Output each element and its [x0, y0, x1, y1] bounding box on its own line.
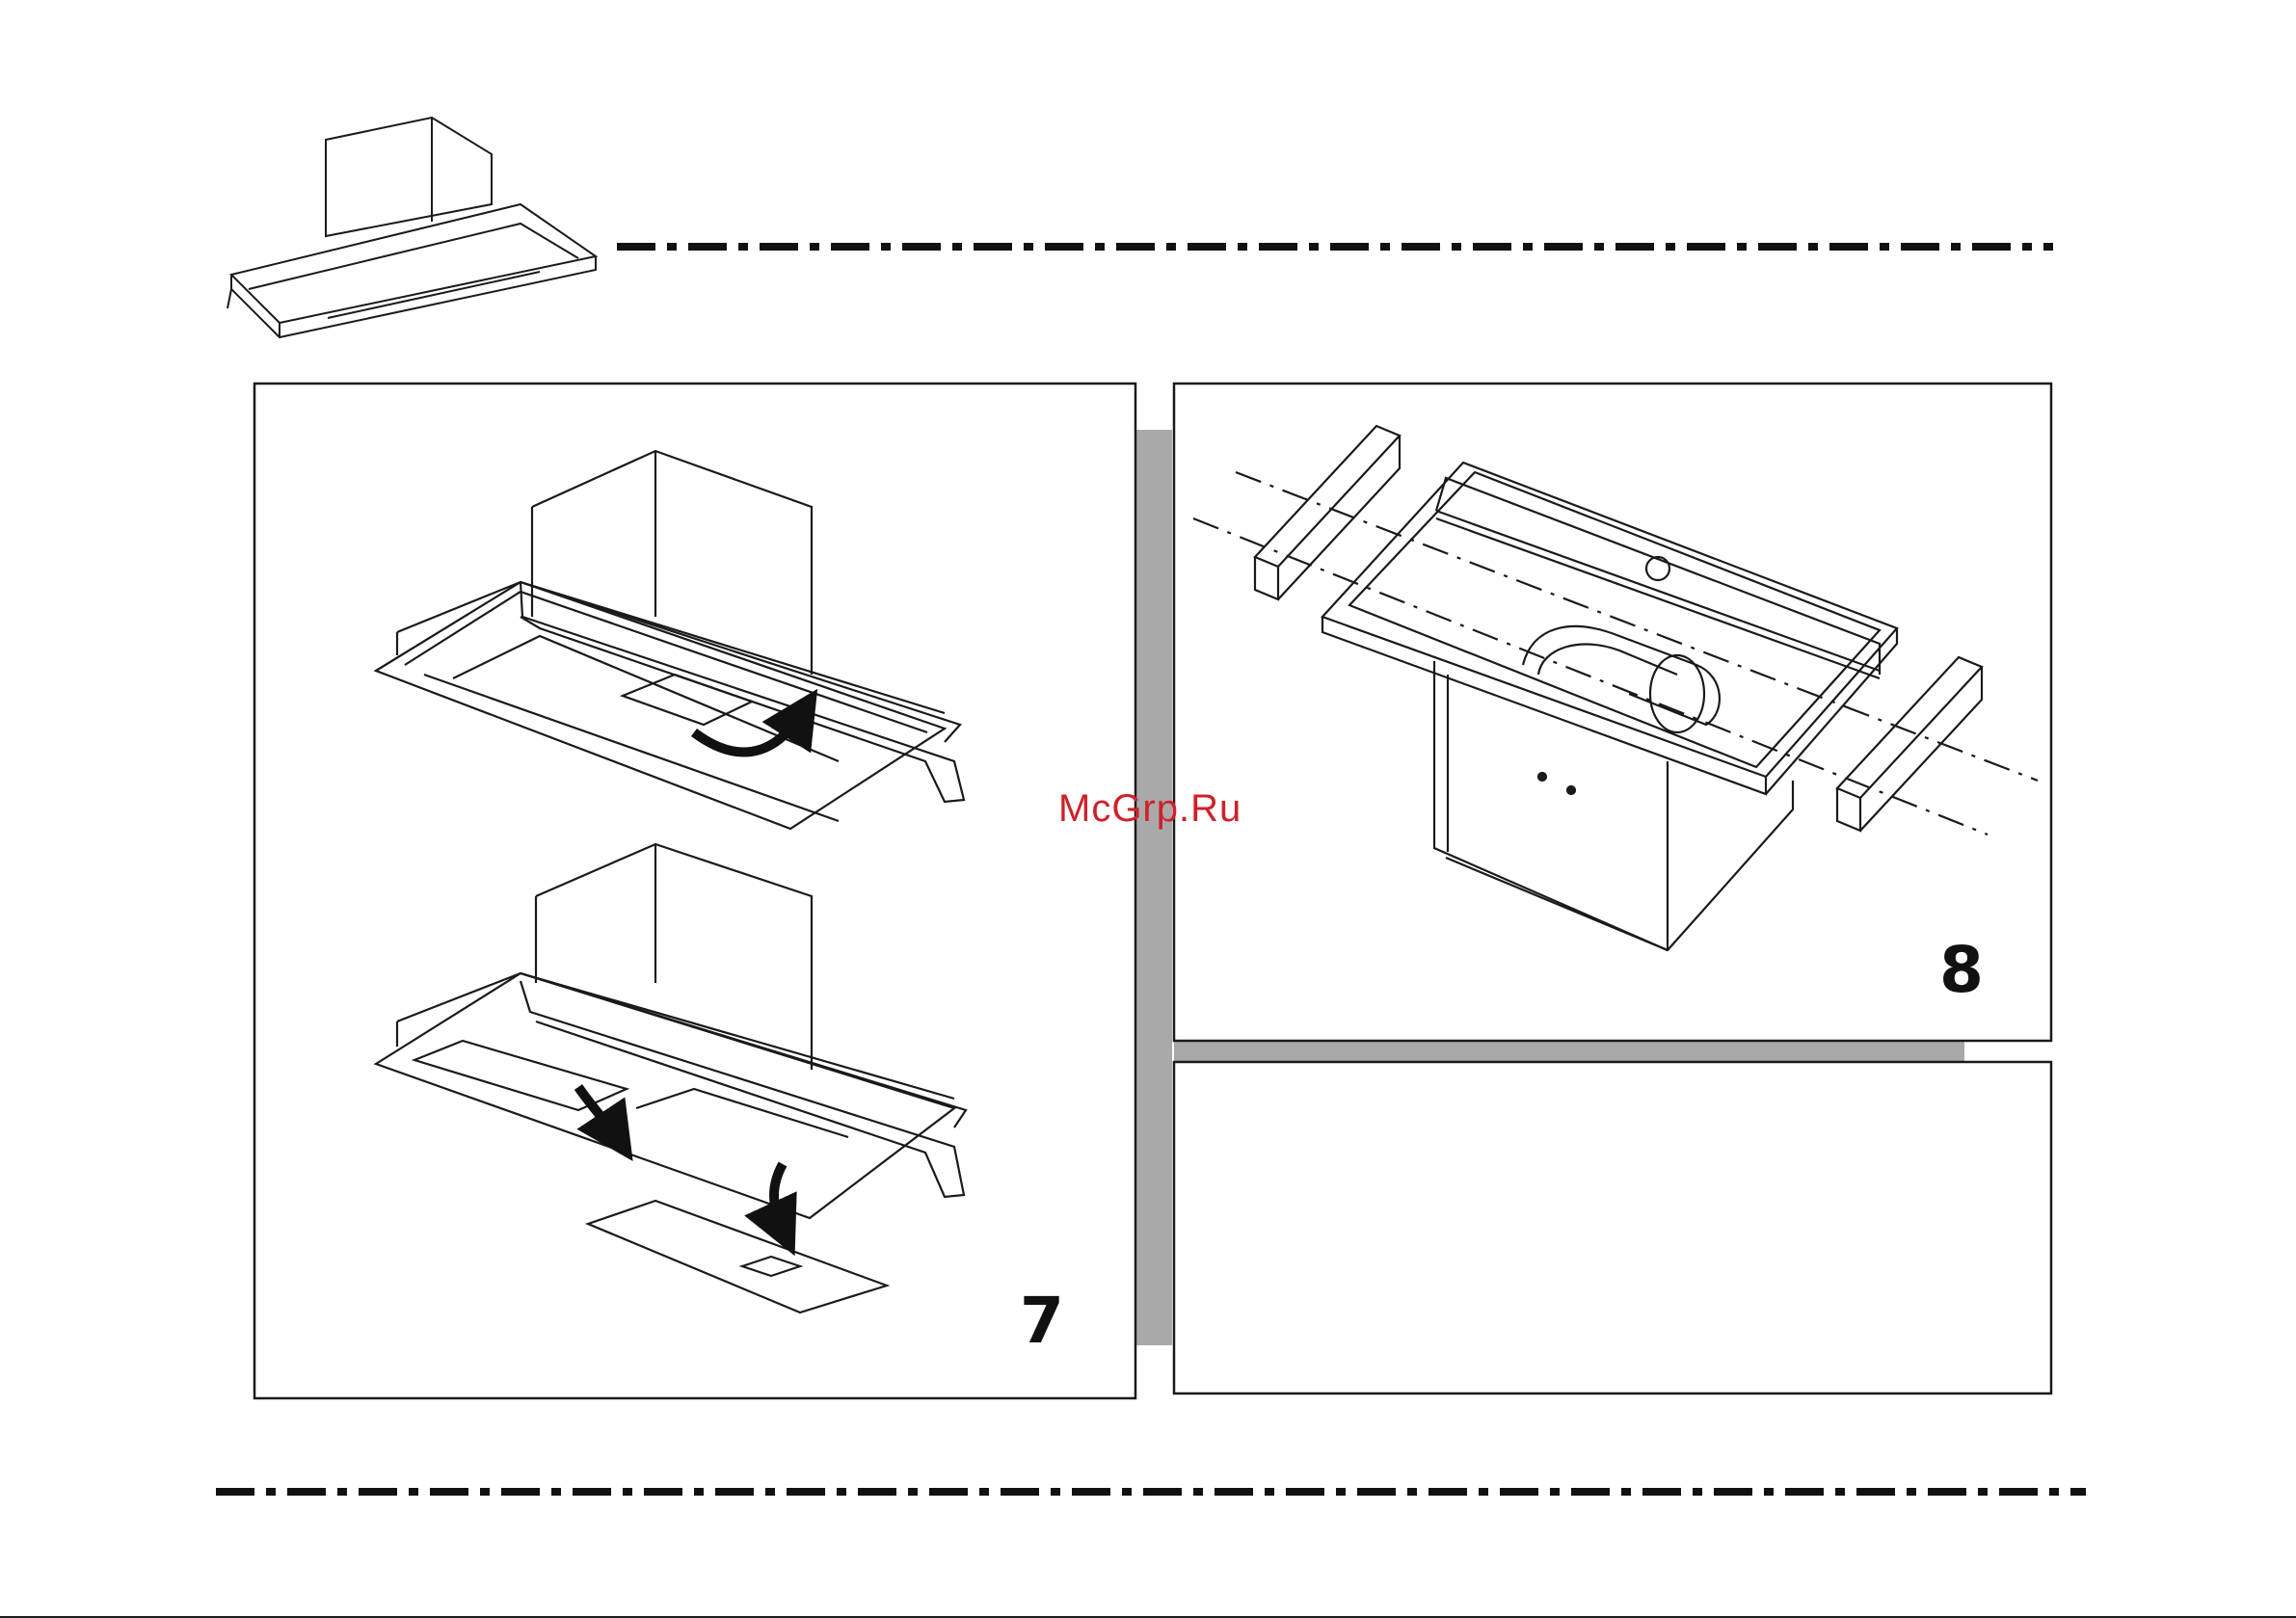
- step-number-8: 8: [1939, 939, 1984, 1002]
- panel-step-7: [254, 384, 1135, 1398]
- panel-empty: [1174, 1062, 2051, 1393]
- step-number-7: 7: [1020, 1289, 1064, 1353]
- panel-step-8: [1174, 384, 2051, 1041]
- watermark-text: McGrp.Ru: [1058, 787, 1241, 831]
- gray-divider-bar: [1174, 1041, 1964, 1062]
- gray-connector-bar: [1135, 430, 1172, 1345]
- header-hood-thumbnail: [227, 118, 596, 337]
